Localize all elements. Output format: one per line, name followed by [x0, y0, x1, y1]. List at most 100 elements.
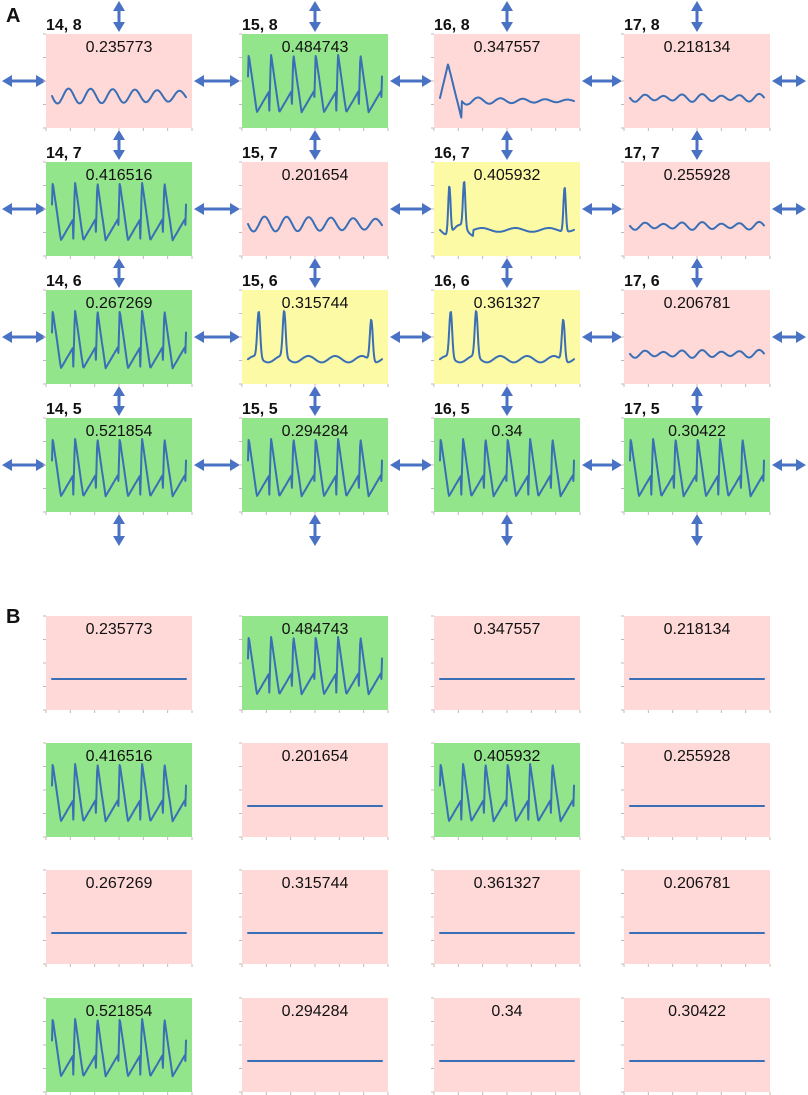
cell-value: 0.521854 — [86, 423, 153, 440]
cell-background — [434, 34, 580, 128]
double-arrow — [2, 459, 46, 471]
cell: 0.30422 — [621, 997, 771, 1095]
cell: 0.218134 — [621, 615, 771, 713]
cell-coordinate: 16, 5 — [434, 401, 470, 418]
cell: 0.416516 — [43, 742, 193, 840]
cell-value: 0.255928 — [664, 748, 731, 765]
cell-value: 0.361327 — [474, 875, 541, 892]
signal-trace — [629, 438, 765, 498]
cell: 0.201654 — [239, 742, 389, 840]
cell-coordinate: 16, 7 — [434, 145, 470, 162]
cell-background — [624, 743, 770, 837]
cell-background — [624, 998, 770, 1092]
cell-value: 0.294284 — [282, 1003, 349, 1020]
double-arrow — [2, 331, 46, 343]
cell-value: 0.255928 — [664, 167, 731, 184]
cell-background — [434, 290, 580, 384]
double-arrow — [691, 514, 703, 546]
cell-background — [434, 870, 580, 964]
cell: 0.484743 — [239, 615, 389, 713]
cell-value: 0.218134 — [664, 39, 731, 56]
double-arrow — [309, 1, 321, 32]
signal-trace — [51, 438, 187, 498]
signal-trace — [439, 181, 575, 237]
panel-b-grid: 0.235773 0.484743 0.347557 0.218134 0.416516… — [43, 615, 771, 1095]
double-arrow — [501, 1, 513, 32]
cell-value: 0.405932 — [474, 748, 541, 765]
cell-coordinate: 16, 6 — [434, 273, 470, 290]
signal-trace — [51, 182, 187, 242]
cell-coordinate: 15, 5 — [242, 401, 278, 418]
cell-coordinate: 14, 5 — [46, 401, 82, 418]
cell-value: 0.235773 — [86, 621, 153, 638]
cell-coordinate: 14, 8 — [46, 17, 82, 34]
cell-value: 0.235773 — [86, 39, 153, 56]
cell: 0.347557 — [431, 615, 581, 713]
cell-coordinate: 16, 8 — [434, 17, 470, 34]
double-arrow — [113, 130, 125, 160]
double-arrow — [113, 514, 125, 546]
coupling-arrows — [2, 1, 806, 546]
double-arrow — [194, 203, 240, 215]
cell: 0.315744 — [239, 869, 389, 967]
double-arrow — [309, 258, 321, 288]
double-arrow — [309, 514, 321, 546]
signal-trace — [247, 636, 383, 696]
double-arrow — [582, 331, 622, 343]
double-arrow — [194, 331, 240, 343]
cell-background — [242, 998, 388, 1092]
cell-value: 0.347557 — [474, 39, 541, 56]
cell-value: 0.34 — [491, 1003, 522, 1020]
cell: 0.521854 — [43, 997, 193, 1095]
cell-coordinate: 15, 6 — [242, 273, 278, 290]
cell-background — [242, 290, 388, 384]
panel-a-label: A — [6, 5, 20, 27]
double-arrow — [582, 459, 622, 471]
cell: 0.235773 — [43, 615, 193, 713]
double-arrow — [691, 258, 703, 288]
double-arrow — [113, 258, 125, 288]
cell-value: 0.484743 — [282, 621, 349, 638]
cell-background — [242, 162, 388, 256]
double-arrow — [309, 130, 321, 160]
panel-b-label: B — [6, 606, 20, 628]
cell-value: 0.206781 — [664, 875, 731, 892]
cell-background — [242, 743, 388, 837]
double-arrow — [2, 203, 46, 215]
signal-trace — [247, 54, 383, 114]
double-arrow — [772, 75, 806, 87]
cell: 0.255928 — [621, 742, 771, 840]
cell-coordinate: 15, 8 — [242, 17, 278, 34]
double-arrow — [772, 331, 806, 343]
double-arrow — [501, 386, 513, 416]
signal-trace — [51, 763, 187, 823]
cell-value: 0.294284 — [282, 423, 349, 440]
signal-trace — [51, 310, 187, 370]
double-arrow — [691, 386, 703, 416]
cell-value: 0.315744 — [282, 295, 349, 312]
cell-background — [624, 162, 770, 256]
cell-background — [242, 870, 388, 964]
cell-background — [624, 34, 770, 128]
double-arrow — [691, 1, 703, 32]
double-arrow — [501, 514, 513, 546]
cell-background — [46, 870, 192, 964]
double-arrow — [691, 130, 703, 160]
signal-trace — [51, 87, 187, 105]
signal-trace — [629, 92, 765, 103]
cell-value: 0.30422 — [668, 1003, 726, 1020]
double-arrow — [772, 459, 806, 471]
cell-background — [434, 616, 580, 710]
cell-coordinate: 17, 5 — [624, 401, 660, 418]
cell-coordinate: 15, 7 — [242, 145, 278, 162]
